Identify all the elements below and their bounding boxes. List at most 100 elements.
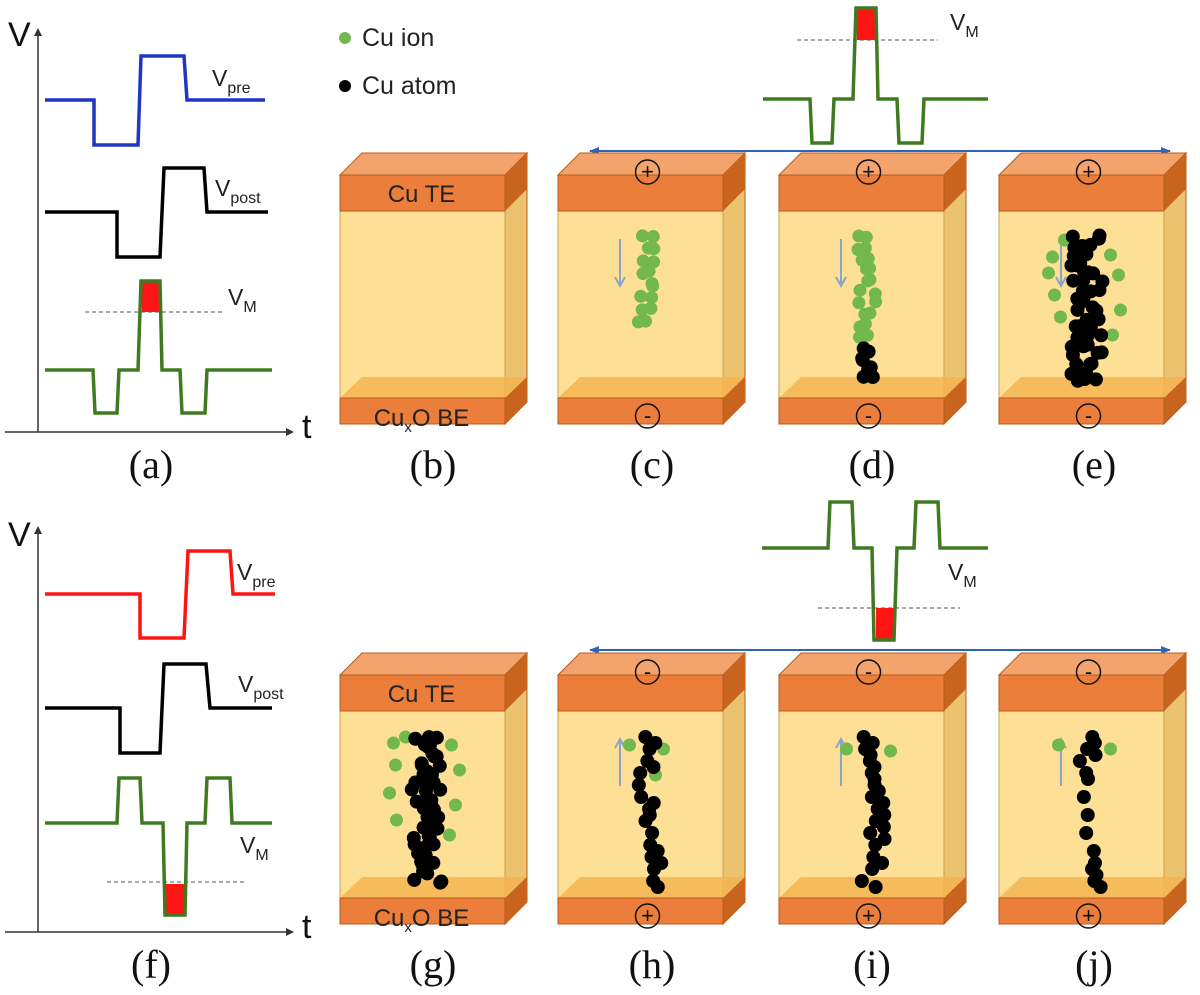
polarity-bottom-circle — [1075, 903, 1102, 929]
cu-atom — [1088, 748, 1103, 762]
panel-label-i: (i) — [853, 942, 891, 987]
polarity-bottom-circle — [1075, 403, 1102, 429]
cu-atom-label: Cu atom — [362, 72, 456, 100]
polarity-top-circle — [634, 159, 661, 185]
cu-atom — [1093, 880, 1108, 894]
cu-ion — [1042, 266, 1055, 280]
cu-atom — [868, 838, 883, 852]
cu-atom — [1086, 844, 1101, 858]
cu-atom — [1076, 790, 1091, 804]
cu-ion — [647, 242, 661, 256]
waveform-v-m-top-inset: VM — [763, 6, 988, 145]
cu-atom — [1094, 328, 1109, 343]
cu-ion-swatch — [339, 32, 351, 44]
v-m-label: VM — [228, 284, 257, 316]
polarity-bottom-circle — [634, 903, 661, 929]
cu-ion — [390, 813, 403, 827]
v-post-label-bottom: Vpost — [238, 671, 284, 703]
cu-atom — [633, 766, 648, 780]
cu-ion — [1112, 268, 1125, 282]
cu-atom — [631, 778, 646, 792]
waveform-v-m-top: VM — [45, 279, 272, 415]
cu-atom — [863, 826, 878, 840]
cu-atom — [407, 872, 422, 887]
cu-atom — [647, 862, 662, 876]
cu-atom — [1065, 229, 1080, 244]
panel-label-a: (a) — [129, 442, 173, 487]
v-m-inset-label-bottom: VM — [948, 559, 977, 591]
t-axis-label-bottom: t — [302, 908, 312, 946]
device-j: -+ — [997, 651, 1188, 929]
polarity-top-sign: + — [1082, 159, 1095, 184]
panel-label-e: (e) — [1072, 442, 1116, 487]
waveform-v-post-bottom: Vpost — [45, 662, 284, 755]
device-d: +- — [777, 151, 968, 429]
device-c: +- — [556, 151, 747, 429]
cu-atom — [1080, 808, 1095, 822]
polarity-top-circle — [855, 659, 882, 685]
v-post-label: Vpost — [215, 175, 261, 207]
cu-atom — [634, 790, 649, 804]
cu-atom — [855, 351, 870, 366]
device-e: +- — [997, 151, 1188, 429]
cu-atom — [421, 818, 436, 833]
cu-atom — [856, 369, 871, 384]
t-axis-label: t — [302, 408, 312, 446]
v-axis-label-bottom: V — [8, 516, 31, 554]
cu-ion — [869, 295, 883, 309]
cu-ion — [840, 742, 853, 756]
panel-labels: (a) (b) (c) (d) (e) (f) (g) (h) (i) (j) — [129, 442, 1116, 987]
cu-atom — [1080, 337, 1095, 352]
cu-atom — [420, 866, 435, 881]
polarity-top-circle — [1075, 159, 1102, 185]
cu-atom — [433, 782, 448, 797]
cu-ion — [1106, 328, 1119, 342]
panel-label-c: (c) — [630, 442, 674, 487]
cu-ion — [853, 283, 867, 297]
cu-ion — [623, 738, 636, 752]
polarity-bottom-circle — [855, 403, 882, 429]
panel-label-j: (j) — [1075, 942, 1113, 987]
cu-ion — [449, 798, 462, 812]
cu-ion — [851, 243, 865, 257]
cu-ion — [859, 262, 873, 276]
cu-ion — [642, 264, 656, 278]
polarity-top-sign: - — [1085, 659, 1092, 684]
cu-atom — [1068, 319, 1083, 334]
cu-ion — [861, 274, 875, 288]
polarity-bottom-sign: - — [644, 403, 651, 428]
panel-label-b: (b) — [410, 442, 457, 487]
cu-ion-label: Cu ion — [362, 24, 434, 52]
cu-atom — [650, 880, 665, 894]
cu-ion — [646, 230, 660, 244]
device-h: -+ — [556, 651, 747, 929]
cu-ion — [443, 828, 456, 842]
polarity-top-sign: + — [641, 159, 654, 184]
cu-ion — [639, 314, 653, 328]
cu-ion — [645, 290, 659, 304]
cu-ion — [1052, 738, 1065, 752]
cu-atom-swatch — [339, 80, 351, 92]
polarity-top-circle — [634, 659, 661, 685]
waveform-v-post-top: Vpost — [45, 166, 268, 259]
cu-ion — [389, 758, 402, 772]
cu-atom — [1086, 266, 1101, 281]
bottom-electrode-label: CuxO BE — [374, 405, 470, 436]
cu-atom — [426, 837, 441, 852]
cu-ion — [383, 786, 396, 800]
cu-ion — [635, 303, 649, 317]
cu-ion — [1104, 742, 1117, 756]
cu-ion — [863, 306, 877, 320]
polarity-top-circle — [1075, 659, 1102, 685]
panel-label-h: (h) — [629, 942, 676, 987]
cu-ion — [387, 736, 400, 750]
cu-ion — [645, 277, 659, 291]
panel-label-f: (f) — [131, 942, 171, 987]
top-electrode-label: Cu TE — [388, 681, 456, 708]
polarity-bottom-sign: + — [641, 903, 654, 928]
panel-label-g: (g) — [410, 942, 457, 987]
cu-atom — [1080, 772, 1095, 786]
cu-atom — [876, 820, 891, 834]
cu-atom — [1079, 826, 1094, 840]
